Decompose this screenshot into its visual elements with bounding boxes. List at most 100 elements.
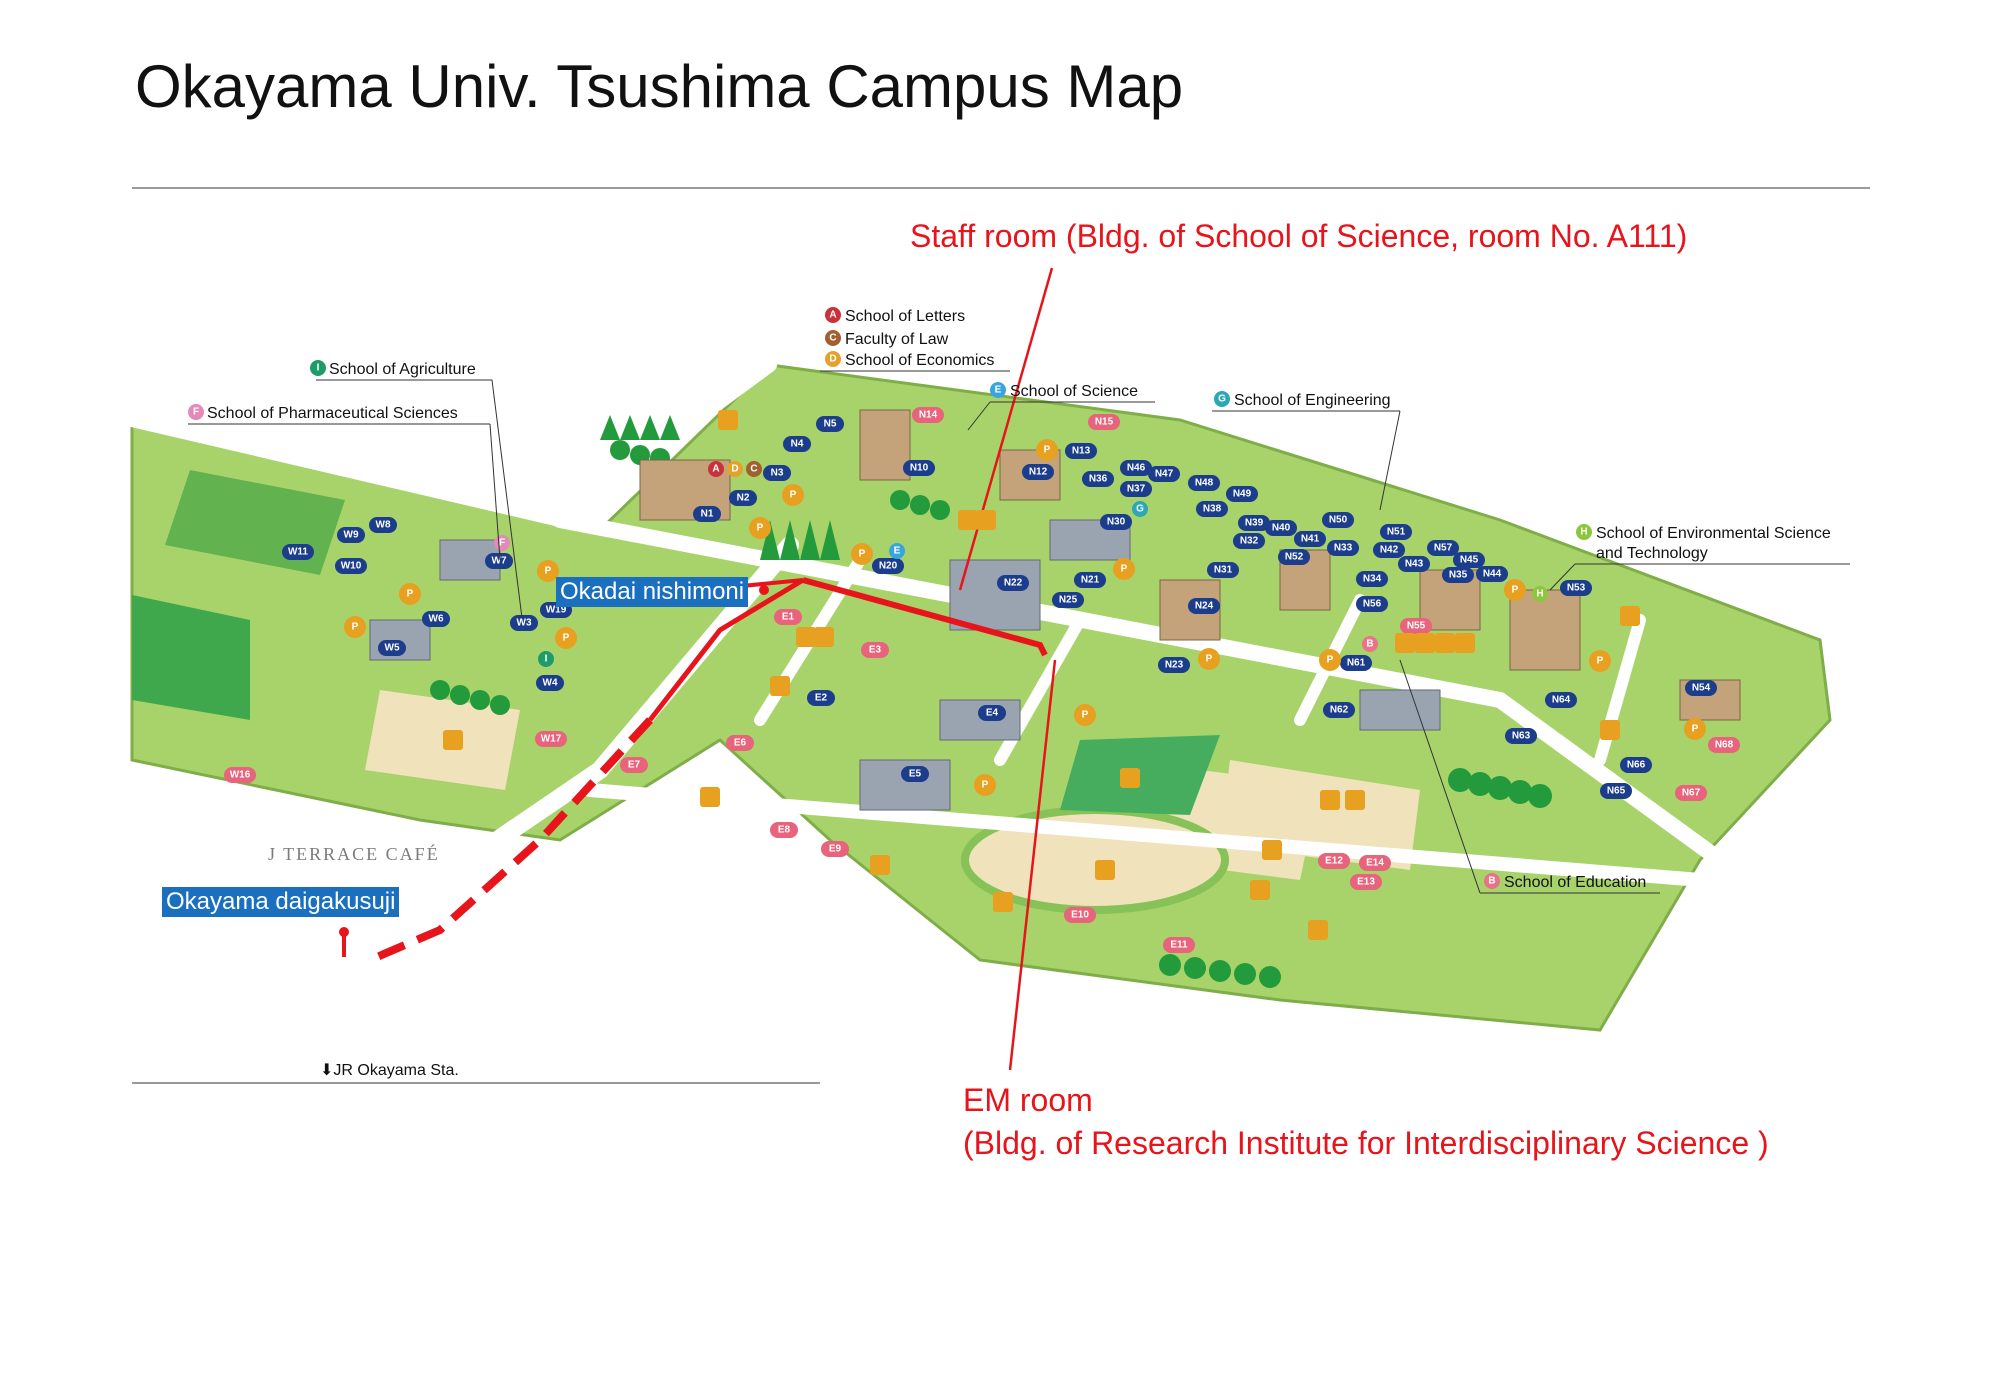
svg-text:E5: E5 (909, 769, 922, 780)
svg-text:N46: N46 (1127, 463, 1146, 474)
badge-n42: N42 (1373, 542, 1405, 558)
badge-e9: E9 (821, 841, 849, 857)
svg-text:E: E (995, 385, 1002, 396)
badge-n47: N47 (1148, 466, 1180, 482)
svg-text:N51: N51 (1387, 527, 1406, 538)
parking-icon: P (1113, 558, 1135, 580)
svg-text:N66: N66 (1627, 760, 1646, 771)
sports-icon (870, 855, 890, 875)
badge-n54: N54 (1685, 680, 1717, 696)
svg-text:D: D (731, 464, 738, 475)
badge-n3: N3 (763, 465, 791, 481)
svg-text:W11: W11 (288, 547, 308, 558)
callout-pointers (958, 267, 1057, 1071)
parking-icon: P (1504, 579, 1526, 601)
svg-text:P: P (1044, 445, 1051, 456)
badge-w16: W16 (224, 767, 256, 783)
badge-w6: W6 (422, 611, 450, 627)
badge-w4: W4 (536, 675, 564, 691)
svg-text:B: B (1366, 639, 1373, 650)
shop-icon (1308, 920, 1328, 940)
svg-text:N49: N49 (1233, 489, 1252, 500)
svg-text:I: I (545, 654, 548, 665)
sports-icon (1095, 860, 1115, 880)
svg-text:N5: N5 (824, 419, 837, 430)
parking-icon: P (1684, 718, 1706, 740)
bus-stop-icon-nishimoni (759, 585, 769, 595)
svg-text:N38: N38 (1203, 504, 1222, 515)
badge-n68: N68 (1708, 737, 1740, 753)
shop-icon (443, 730, 463, 750)
svg-text:N3: N3 (771, 468, 784, 479)
badge-n57: N57 (1427, 540, 1459, 556)
badge-w3: W3 (510, 615, 538, 631)
svg-text:P: P (1692, 724, 1699, 735)
svg-text:G: G (1218, 394, 1226, 405)
svg-text:School of Economics: School of Economics (845, 352, 994, 369)
badge-e12: E12 (1318, 853, 1350, 869)
dining-icon (1455, 633, 1475, 653)
svg-text:P: P (1206, 654, 1213, 665)
svg-text:H: H (1536, 589, 1543, 600)
badge-n20: N20 (872, 558, 904, 574)
badge-n63: N63 (1505, 728, 1537, 744)
svg-text:N4: N4 (791, 439, 804, 450)
north-building-badges[interactable]: N1 N2 N3 N4 N5 N10 N12 N13 N14 N15 N20 N… (693, 407, 1740, 801)
badge-w11: W11 (282, 544, 314, 560)
stop-label-daigakusuji[interactable]: Okayama daigakusuji (162, 887, 400, 917)
svg-text:N30: N30 (1107, 517, 1126, 528)
svg-text:W16: W16 (230, 770, 251, 781)
badge-n34: N34 (1356, 571, 1388, 587)
west-building-badges[interactable]: W3 W4 W5 W6 W7 W8 W9 W10 W11 W16 W17 W19 (224, 517, 572, 783)
badge-n65: N65 (1600, 783, 1632, 799)
staff-room-callout: Staff room (Bldg. of School of Science, … (910, 218, 1688, 254)
svg-text:E13: E13 (1357, 877, 1375, 888)
stop-label-nishimoni[interactable]: Okadai nishimoni (556, 577, 749, 607)
sports-icon (1262, 840, 1282, 860)
svg-text:W3: W3 (517, 618, 532, 629)
svg-text:N36: N36 (1089, 474, 1108, 485)
svg-text:E6: E6 (734, 738, 747, 749)
station-direction: ⬇JR Okayama Sta. (320, 1062, 459, 1079)
badge-n48: N48 (1188, 475, 1220, 491)
building-blocks-grey (369, 519, 1441, 811)
east-building-badges[interactable]: E1 E2 E3 E4 E5 E6 E7 E8 E9 E10 E11 E12 E… (620, 609, 1391, 953)
bus-stop-icon-daigakusuji (339, 927, 349, 957)
svg-text:N12: N12 (1029, 467, 1048, 478)
svg-text:N50: N50 (1329, 515, 1348, 526)
bus-stop-icons[interactable] (339, 585, 769, 957)
svg-text:P: P (1082, 710, 1089, 721)
badge-n37: N37 (1120, 481, 1152, 497)
svg-text:N33: N33 (1334, 543, 1353, 554)
sports-icon (1120, 768, 1140, 788)
badge-n5: N5 (816, 416, 844, 432)
svg-text:N61: N61 (1347, 658, 1366, 669)
svg-text:N1: N1 (701, 509, 714, 520)
svg-text:E3: E3 (869, 645, 882, 656)
sports-icon (700, 787, 720, 807)
parking-icon: P (537, 560, 559, 582)
badge-n1: N1 (693, 506, 721, 522)
sports-icon (1345, 790, 1365, 810)
parking-icon: P (851, 543, 873, 565)
dining-icon (796, 627, 816, 647)
svg-text:N65: N65 (1607, 786, 1626, 797)
badge-n14: N14 (912, 407, 944, 423)
dining-icon (814, 627, 834, 647)
badge-n45: N45 (1453, 552, 1485, 568)
svg-text:N64: N64 (1552, 695, 1571, 706)
badge-n25: N25 (1052, 592, 1084, 608)
svg-text:W8: W8 (376, 520, 391, 531)
svg-text:C: C (829, 333, 836, 344)
svg-text:P: P (859, 549, 866, 560)
badge-n64: N64 (1545, 692, 1577, 708)
svg-text:P: P (545, 566, 552, 577)
svg-text:B: B (1488, 876, 1495, 887)
badge-n24: N24 (1188, 598, 1220, 614)
badge-n67: N67 (1675, 785, 1707, 801)
svg-text:N43: N43 (1405, 559, 1424, 570)
badge-e8: E8 (770, 822, 798, 838)
svg-text:School of Science: School of Science (1010, 383, 1138, 400)
svg-text:N13: N13 (1072, 446, 1091, 457)
